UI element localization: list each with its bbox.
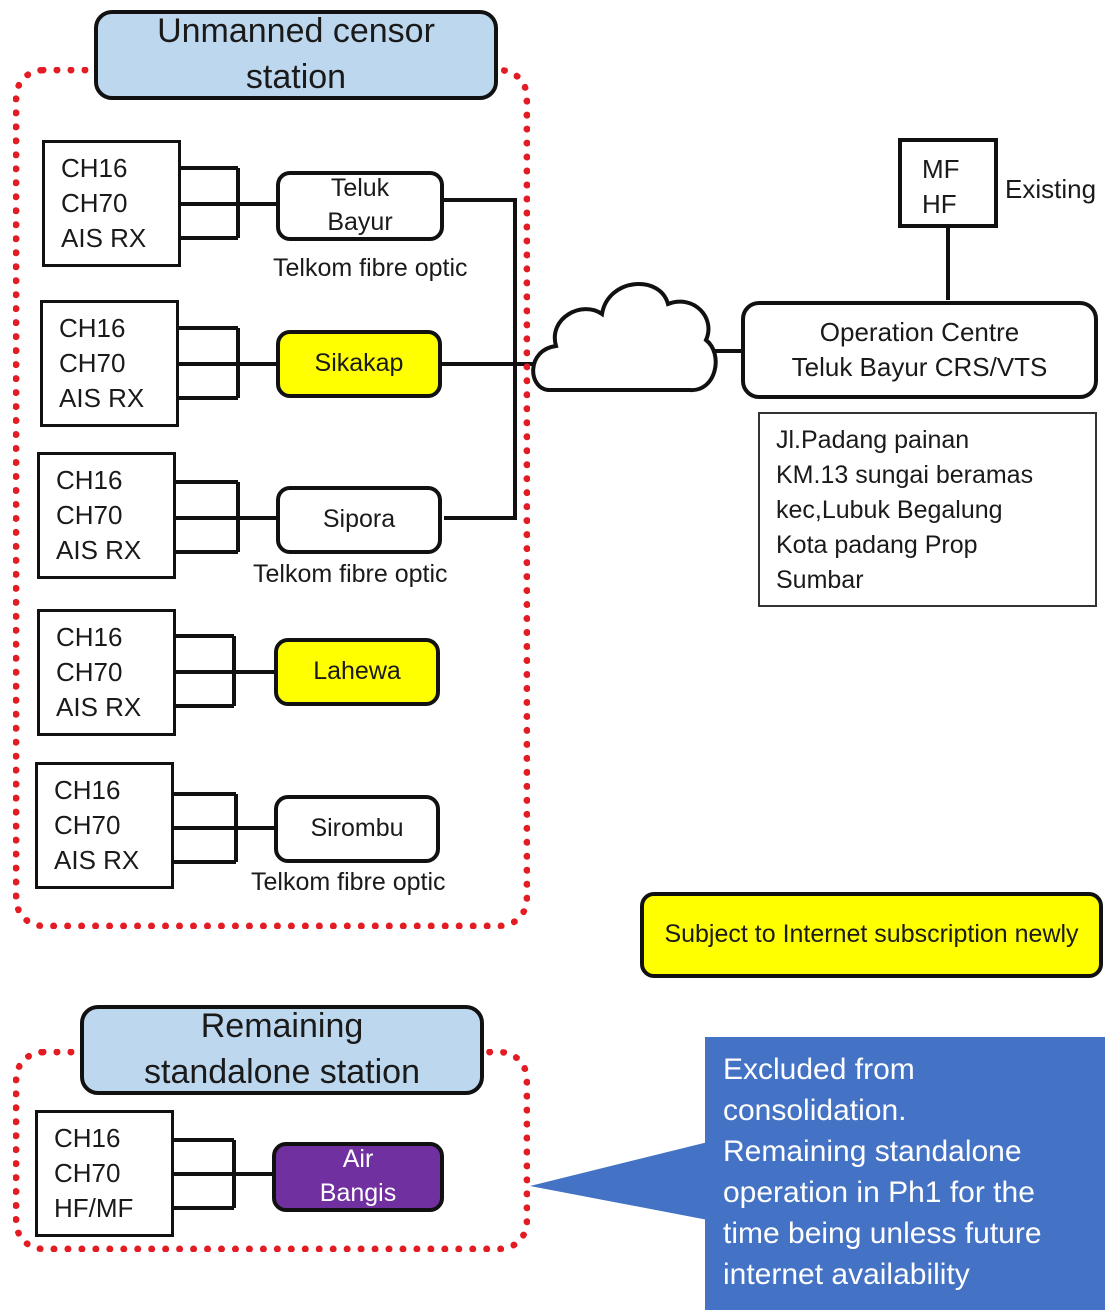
address-line: kec,Lubuk Begalung xyxy=(776,496,1003,524)
address-line: KM.13 sungai beramas xyxy=(776,461,1034,489)
callout-line: consolidation. xyxy=(723,1094,907,1127)
link-label-sirombu: Telkom fibre optic xyxy=(251,868,446,896)
address-line: Kota padang Prop xyxy=(776,531,978,559)
address-line: Jl.Padang painan xyxy=(776,426,970,454)
channel-ch16: CH16 xyxy=(56,622,123,652)
channel-ch16: CH16 xyxy=(54,775,121,805)
mf-label: MF xyxy=(922,154,960,184)
channel-ch70: CH70 xyxy=(54,810,121,840)
station-sirombu: Sirombu xyxy=(274,795,440,863)
channel-ais-rx: AIS RX xyxy=(56,692,142,722)
channel-ais-rx: AIS RX xyxy=(59,383,145,413)
channel-box-sipora: CH16 CH70 AIS RX xyxy=(37,452,176,579)
channel-ch70: CH70 xyxy=(56,500,123,530)
callout-line: operation in Ph1 for the xyxy=(723,1176,1035,1209)
link-label-sipora: Telkom fibre optic xyxy=(253,560,448,588)
channel-box-lahewa: CH16 CH70 AIS RX xyxy=(37,609,176,736)
channel-box-sirombu: CH16 CH70 AIS RX xyxy=(35,762,174,889)
station-teluk-bayur: Teluk Bayur xyxy=(276,171,444,241)
station-air-bangis: Air Bangis xyxy=(272,1142,444,1212)
callout-line: Excluded from xyxy=(723,1053,915,1086)
channel-ais-rx: AIS RX xyxy=(61,223,147,253)
address-line: Sumbar xyxy=(776,566,864,594)
legend-new-subscription: Subject to Internet subscription newly xyxy=(640,892,1103,978)
channel-ch70: CH70 xyxy=(56,657,123,687)
hf-label: HF xyxy=(922,189,957,219)
operation-centre: Operation Centre Teluk Bayur CRS/VTS xyxy=(741,301,1098,399)
channel-ch16: CH16 xyxy=(56,465,123,495)
station-sipora: Sipora xyxy=(276,486,442,554)
channel-ais-rx: AIS RX xyxy=(56,535,142,565)
internet-cloud-icon xyxy=(531,281,718,393)
station-lahewa: Lahewa xyxy=(274,638,440,706)
standalone-station-title: Remaining standalone station xyxy=(80,1005,484,1095)
channel-ch16: CH16 xyxy=(54,1123,121,1153)
mf-hf-box: MF HF xyxy=(898,138,998,228)
unmanned-station-title: Unmanned censor station xyxy=(94,10,498,100)
channel-ch70: CH70 xyxy=(59,348,126,378)
operation-centre-name: Operation Centre xyxy=(819,316,1020,347)
channel-ch16: CH16 xyxy=(59,313,126,343)
callout-line: time being unless future xyxy=(723,1217,1042,1250)
channel-box-teluk-bayur: CH16 CH70 AIS RX xyxy=(42,140,181,267)
channel-ch70: CH70 xyxy=(54,1158,121,1188)
callout-line: internet availability xyxy=(723,1258,970,1291)
existing-label: Existing xyxy=(1005,174,1097,204)
link-label-teluk-bayur: Telkom fibre optic xyxy=(273,254,468,282)
channel-ch16: CH16 xyxy=(61,153,128,183)
callout-line: Remaining standalone xyxy=(723,1135,1022,1168)
standalone-callout: Excluded from consolidation. Remaining s… xyxy=(705,1037,1105,1310)
address-box: Jl.Padang painan KM.13 sungai beramas ke… xyxy=(758,412,1097,607)
channel-hf-mf: HF/MF xyxy=(54,1193,134,1223)
channel-ais-rx: AIS RX xyxy=(54,845,140,875)
channel-box-air-bangis: CH16 CH70 HF/MF xyxy=(35,1110,174,1237)
channel-ch70: CH70 xyxy=(61,188,128,218)
operation-centre-site: Teluk Bayur CRS/VTS xyxy=(791,352,1048,382)
channel-box-sikakap: CH16 CH70 AIS RX xyxy=(40,300,179,427)
station-sikakap: Sikakap xyxy=(276,330,442,398)
